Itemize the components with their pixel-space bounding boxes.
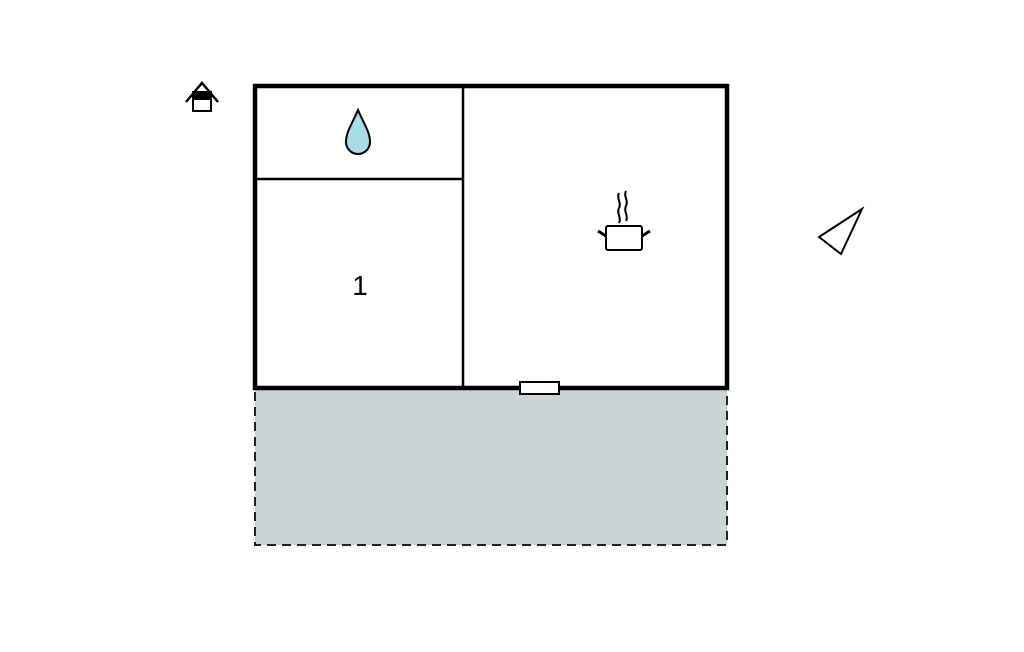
outer-walls xyxy=(252,83,730,391)
north-arrow-icon xyxy=(817,206,865,256)
house-entrance-icon xyxy=(185,81,219,112)
cooking-pot-icon xyxy=(597,190,651,251)
water-drop-icon xyxy=(344,107,372,155)
room-label: 1 xyxy=(352,270,368,301)
terrace xyxy=(254,387,728,546)
terrace-door xyxy=(519,381,560,395)
